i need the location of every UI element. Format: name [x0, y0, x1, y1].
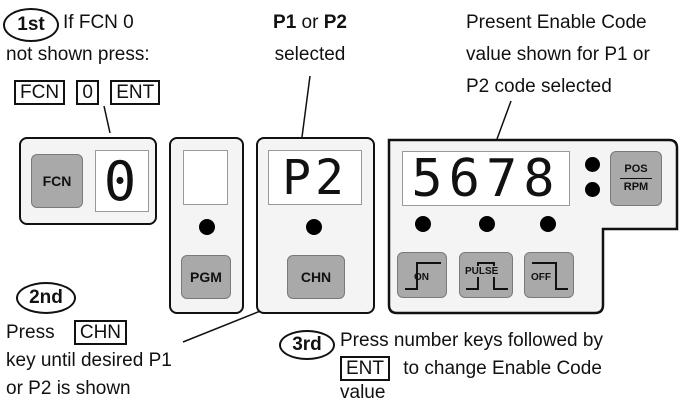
- on-key[interactable]: ON: [397, 252, 447, 298]
- step3-line2-text: to change Enable Code: [403, 358, 602, 379]
- step3-badge-label: 3rd: [292, 334, 322, 355]
- chn-panel: P2 CHN: [256, 137, 375, 314]
- p1-p2-caption-line2: selected: [274, 44, 346, 65]
- enable-code-note-line1: Present Enable Code: [466, 12, 647, 33]
- fcn-key-ref: FCN: [14, 80, 66, 105]
- fcn-key[interactable]: FCN: [31, 154, 83, 208]
- step3-instruction-line3: value: [340, 382, 386, 403]
- step2-badge: 2nd: [16, 282, 76, 314]
- pgm-display: [183, 150, 228, 205]
- off-key-label: OFF: [531, 272, 551, 283]
- on-indicator-led: [415, 216, 431, 232]
- pgm-indicator-led: [199, 219, 215, 235]
- p1-p2-caption-line1: P1 or P2: [240, 12, 380, 34]
- step1-instruction-line2: not shown press:: [6, 44, 150, 65]
- pulse-key-label: PULSE: [465, 266, 499, 277]
- pos-label: POS: [624, 163, 648, 175]
- pulse-waveform-icon: [466, 262, 508, 290]
- step1-instruction-line1: If FCN 0: [63, 12, 134, 33]
- step2-press-label: Press: [6, 322, 55, 343]
- zero-key-ref: 0: [76, 80, 99, 105]
- off-waveform-icon: [532, 262, 568, 290]
- enable-code-note-line3: P2 code selected: [466, 76, 612, 97]
- enable-code-value: 5678: [411, 148, 561, 209]
- step2-badge-label: 2nd: [29, 287, 63, 308]
- step3-instruction-line2: ENT to change Enable Code: [340, 356, 602, 381]
- chn-display: P2: [268, 149, 362, 206]
- enable-code-display: 5678: [402, 148, 570, 209]
- or-label: or: [296, 12, 324, 33]
- pulse-indicator-led: [479, 216, 495, 232]
- enable-code-note-line2: value shown for P1 or: [466, 44, 650, 65]
- pgm-panel: PGM: [169, 137, 244, 314]
- rpm-indicator-led: [585, 182, 600, 197]
- chn-display-value: P2: [282, 149, 348, 206]
- fcn-display-value: 0: [103, 149, 141, 213]
- step1-badge-label: 1st: [17, 14, 45, 35]
- step3-instruction-line1: Press number keys followed by: [340, 330, 603, 351]
- off-indicator-led: [540, 216, 556, 232]
- leader-step1: [103, 105, 111, 134]
- pos-rpm-key[interactable]: POS RPM: [610, 151, 662, 206]
- leader-p1p2: [301, 75, 311, 138]
- chn-key-ref: CHN: [73, 320, 128, 345]
- fcn-display: 0: [95, 149, 149, 213]
- pgm-key-label: PGM: [190, 269, 222, 285]
- chn-indicator-led: [306, 219, 322, 235]
- step2-instruction-line3: or P2 is shown: [6, 378, 131, 399]
- ent-key-ref: ENT: [110, 80, 161, 105]
- chn-key[interactable]: CHN: [287, 255, 345, 299]
- chn-key-label: CHN: [300, 269, 332, 285]
- p1-label: P1: [273, 12, 297, 33]
- step1-key-sequence: FCN 0 ENT: [14, 80, 161, 105]
- pgm-key[interactable]: PGM: [181, 255, 231, 299]
- leader-enable-code: [496, 100, 512, 140]
- pos-rpm-divider: [620, 178, 652, 179]
- pos-indicator-led: [585, 157, 600, 172]
- step2-instruction-line2: key until desired P1: [6, 350, 172, 371]
- fcn-key-label: FCN: [42, 173, 72, 189]
- off-key[interactable]: OFF: [524, 252, 574, 298]
- pulse-key[interactable]: PULSE: [459, 252, 513, 298]
- step1-badge: 1st: [3, 8, 59, 42]
- on-key-label: ON: [414, 272, 429, 283]
- step3-badge: 3rd: [279, 330, 335, 360]
- p2-label: P2: [323, 12, 347, 33]
- ent-key-ref-step3: ENT: [340, 356, 390, 381]
- fcn-panel: FCN 0: [19, 137, 157, 225]
- rpm-label: RPM: [623, 181, 649, 193]
- on-waveform-icon: [405, 262, 441, 290]
- step2-instruction-line1: Press CHN: [6, 320, 128, 345]
